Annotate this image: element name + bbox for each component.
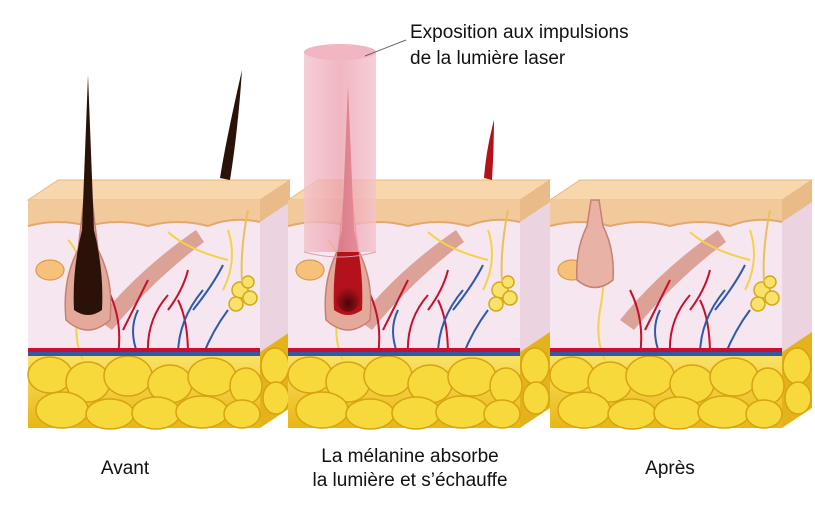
laser-beam <box>303 44 377 258</box>
callout-line-2: de la lumière laser <box>410 48 566 69</box>
panel-before <box>27 70 291 430</box>
caption-during: La mélanine absorbe la lumière et s’écha… <box>255 445 565 493</box>
caption-after: Après <box>590 457 750 481</box>
hair-shaft <box>73 75 103 315</box>
laser-callout: Exposition aux impulsions de la lumière … <box>410 20 710 72</box>
hair-shaft-secondary-heated <box>484 120 494 180</box>
callout-leader-line <box>364 39 407 57</box>
hair-follicle <box>64 75 112 331</box>
caption-after-line-1: Après <box>645 458 695 479</box>
caption-during-line-2: la lumière et s’échauffe <box>312 470 508 491</box>
caption-during-line-1: La mélanine absorbe <box>321 446 499 467</box>
empty-follicle <box>575 199 615 289</box>
hair-shaft-secondary <box>220 70 242 180</box>
panel-after <box>549 179 813 430</box>
callout-line-1: Exposition aux impulsions <box>410 22 629 43</box>
caption-before: Avant <box>40 457 210 481</box>
caption-before-line-1: Avant <box>100 458 150 479</box>
